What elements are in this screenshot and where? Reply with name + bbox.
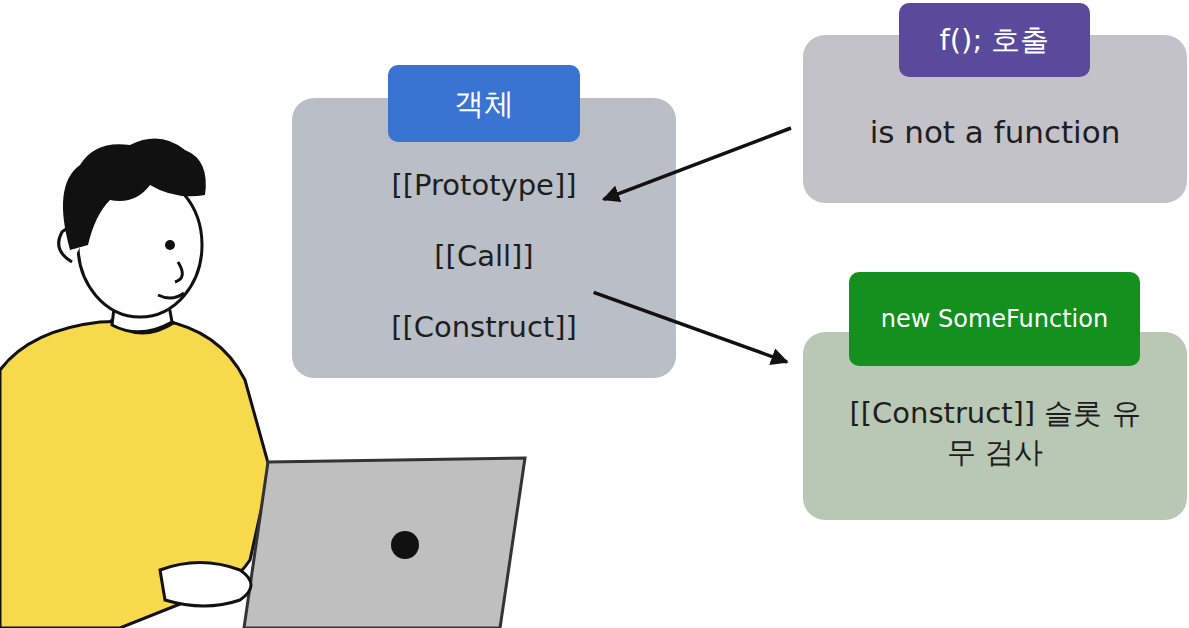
sweater bbox=[0, 320, 270, 628]
heading-tab: new SomeFunction bbox=[849, 272, 1140, 366]
object-box: f(); 호출is not a function bbox=[803, 35, 1187, 203]
laptop bbox=[244, 458, 525, 628]
slot-text: [[Construct]] bbox=[307, 308, 661, 347]
nose bbox=[175, 262, 182, 282]
hair bbox=[63, 139, 206, 250]
mouth bbox=[158, 293, 184, 298]
heading-tab: f(); 호출 bbox=[899, 3, 1090, 77]
slot-text: [[Prototype]] bbox=[307, 166, 661, 205]
hand bbox=[160, 563, 251, 607]
slot-text: [[Call]] bbox=[307, 237, 661, 276]
object-box: 객체[[Prototype]][[Call]][[Construct]] bbox=[292, 98, 676, 378]
eye bbox=[165, 240, 175, 250]
object-box: new SomeFunction[[Construct]] 슬롯 유무 검사 bbox=[803, 332, 1187, 520]
heading-text: 객체 bbox=[454, 86, 514, 122]
laptop-logo bbox=[391, 531, 419, 559]
heading-tab: 객체 bbox=[388, 65, 580, 142]
slot-text: is not a function bbox=[818, 112, 1172, 154]
heading-text: new SomeFunction bbox=[881, 305, 1108, 334]
slot-text: [[Construct]] 슬롯 유무 검사 bbox=[845, 394, 1145, 472]
heading-text: f(); 호출 bbox=[940, 23, 1050, 58]
